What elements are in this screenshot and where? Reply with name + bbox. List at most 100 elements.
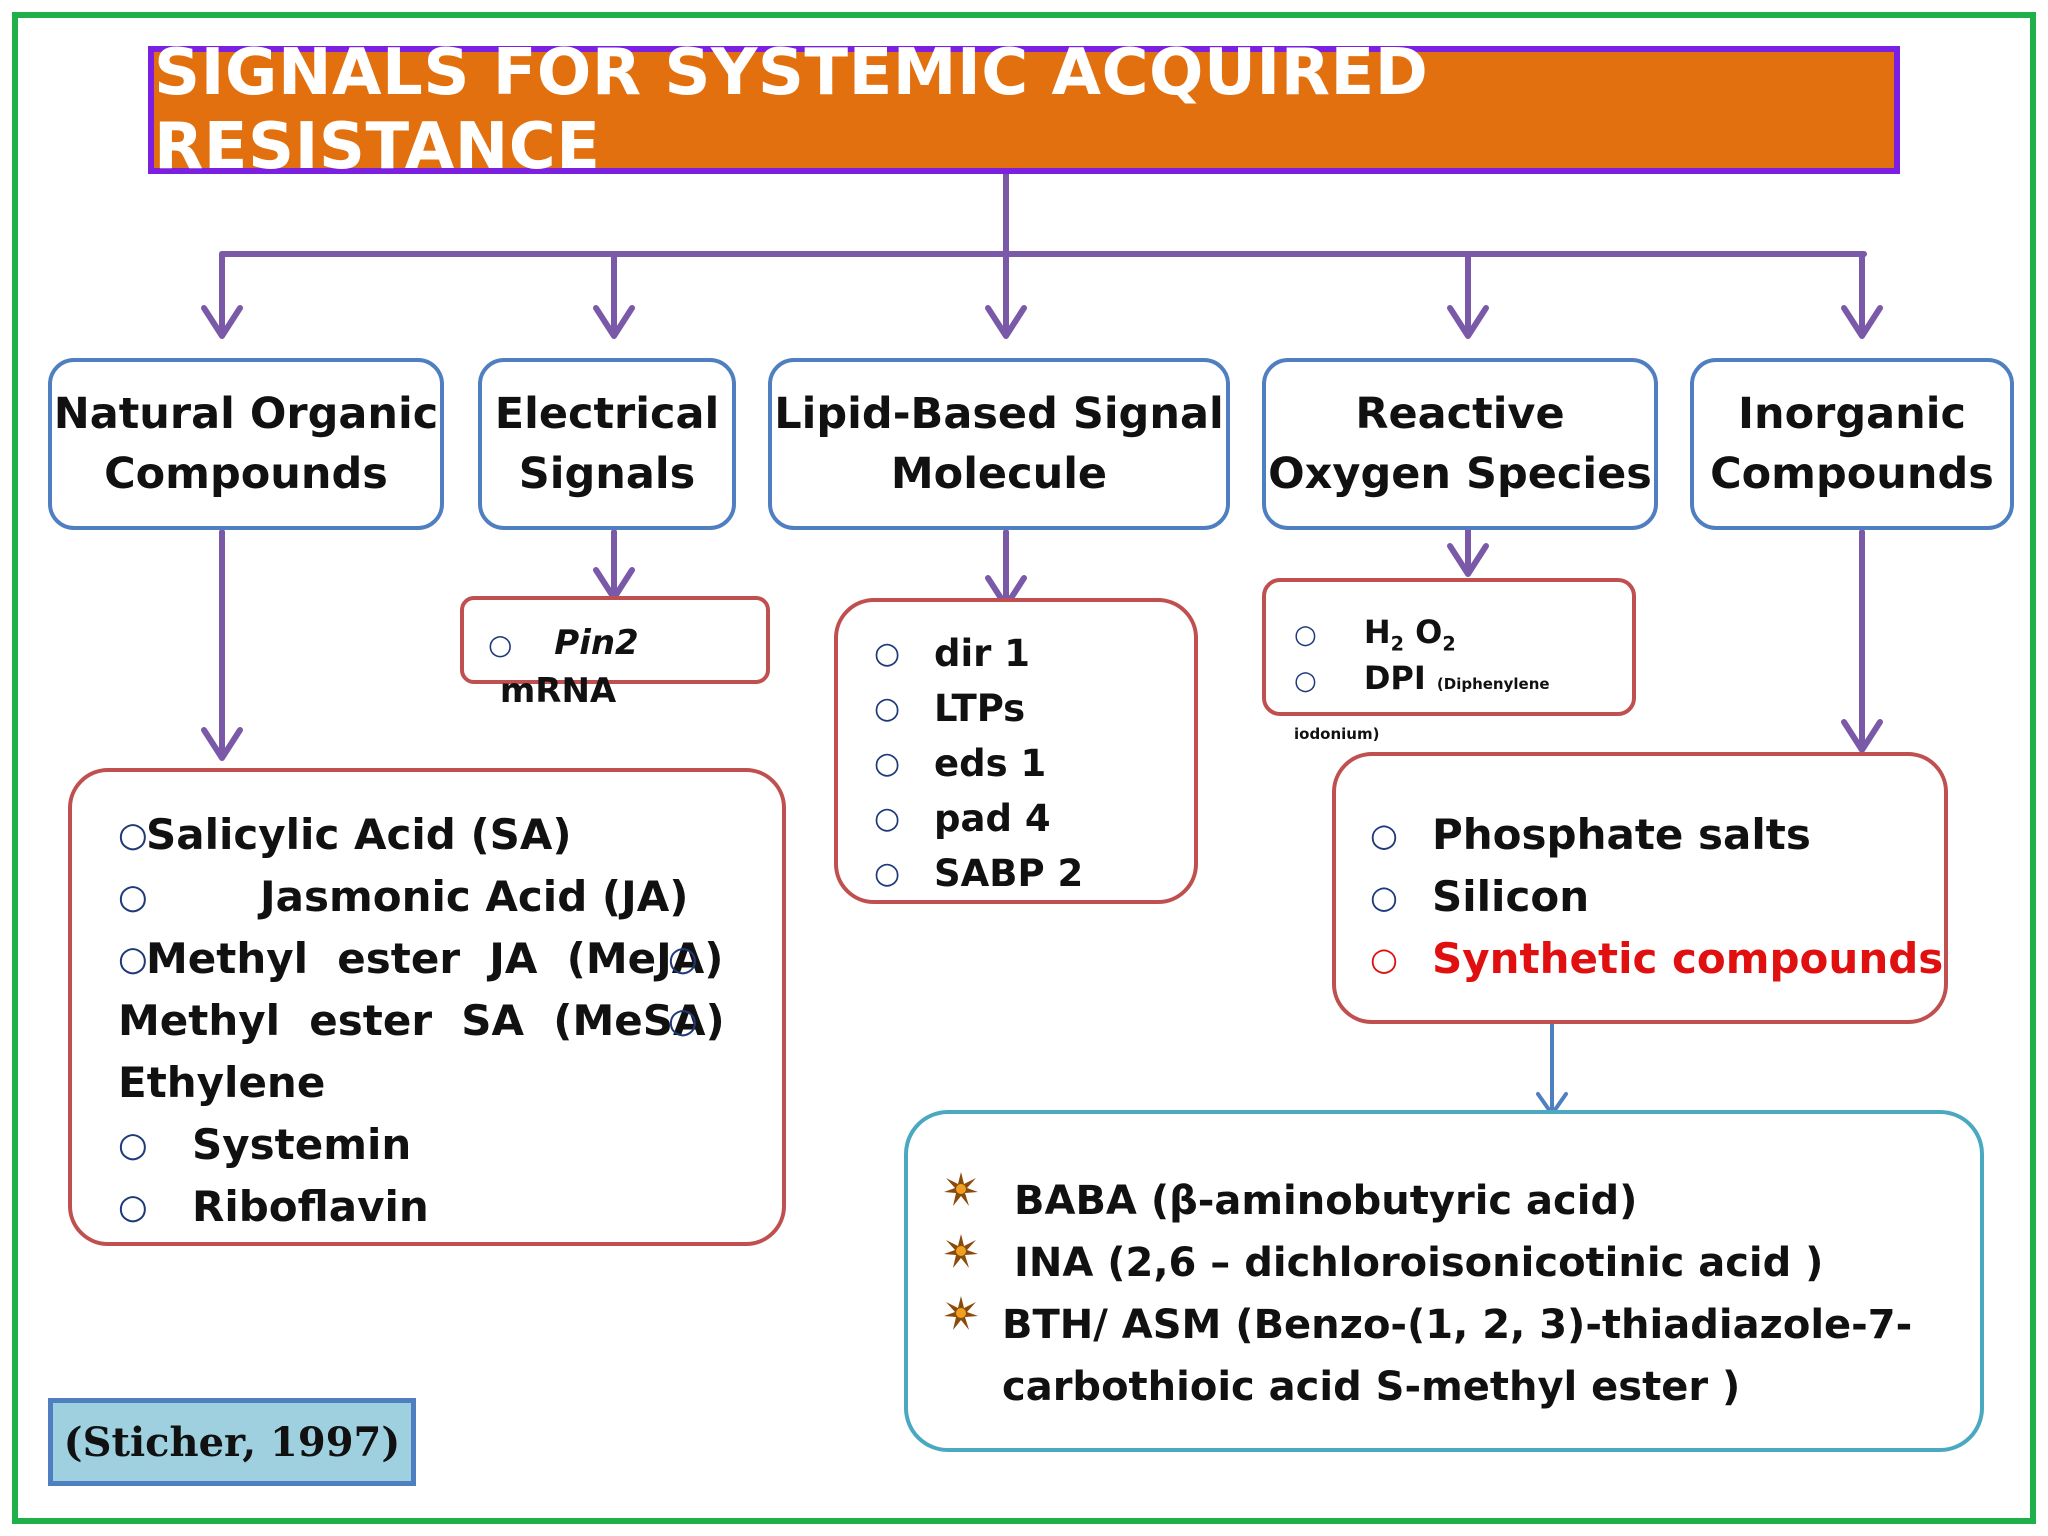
bullet-icon: ○ xyxy=(874,801,901,836)
item-text: LTPs xyxy=(934,687,1026,730)
list-item: ○ H2 O2 xyxy=(1294,610,1456,666)
arrowhead-natural-list xyxy=(201,727,243,761)
list-item: Ethylene xyxy=(118,1052,782,1114)
item-text: Silicon xyxy=(1432,872,1590,921)
item-text: pad 4 xyxy=(934,797,1051,840)
arrowhead-lipid xyxy=(985,305,1027,339)
item-text: Phosphate salts xyxy=(1432,810,1811,859)
list-item: ○ Jasmonic Acid (JA) xyxy=(118,866,782,928)
category-label-line2: Signals xyxy=(518,449,696,499)
natural-compounds-list: ○Salicylic Acid (SA) ○Jasmonic Acid (JA)… xyxy=(68,768,786,1246)
gene-name: Pin2 xyxy=(554,623,639,663)
list-item: INA (2,6 – dichloroisonicotinic acid ) xyxy=(944,1232,1980,1294)
bullet-icon: ○ xyxy=(1370,816,1398,854)
arrowhead-natural xyxy=(201,305,243,339)
h2o2-h: H xyxy=(1363,613,1391,651)
bullet-icon: ○ xyxy=(668,1001,698,1041)
arrowhead-ros xyxy=(1447,305,1489,339)
item-text-highlight: Synthetic compounds xyxy=(1432,934,1944,983)
list-item: Methyl ester SA (MeSA)○ xyxy=(118,990,782,1052)
category-label-line1: Lipid-Based Signal xyxy=(774,389,1224,439)
category-label-line2: Molecule xyxy=(890,449,1108,499)
item-text: Systemin xyxy=(192,1120,412,1169)
inorganic-list: ○ Phosphate salts ○ Silicon ○ Synthetic com… xyxy=(1332,752,1948,1024)
list-item: ○ Systemin xyxy=(118,1114,782,1176)
item-text: Jasmonic Acid (JA) xyxy=(260,872,689,921)
h2o2-o: O xyxy=(1403,613,1443,651)
list-item: ○Salicylic Acid (SA) xyxy=(118,804,782,866)
item-text: BTH/ ASM (Benzo-(1, 2, 3)-thiadiazole-7- xyxy=(1002,1302,1913,1348)
electrical-signals-list: ○ Pin2 mRNA xyxy=(460,596,770,711)
item-text: dir 1 xyxy=(934,632,1031,675)
arrowhead-inorganic-list xyxy=(1841,719,1883,753)
lipid-signals-list: ○ dir 1 ○ LTPs ○ eds 1 ○ pad 4 ○ SABP 2 xyxy=(834,598,1198,904)
item-text: eds 1 xyxy=(934,742,1047,785)
arrowhead-inorganic xyxy=(1841,305,1883,339)
bullet-icon: ○ xyxy=(874,691,901,726)
bullet-icon: ○ xyxy=(118,877,148,917)
item-text: BABA (β-aminobutyric acid) xyxy=(1014,1178,1638,1224)
starburst-icon xyxy=(944,1172,978,1206)
item-text: Methyl ester JA (MeJA) xyxy=(146,934,724,983)
list-item: BABA (β-aminobutyric acid) xyxy=(944,1170,1980,1232)
bullet-icon: ○ xyxy=(118,815,148,855)
diagram-title: SIGNALS FOR SYSTEMIC ACQUIRED RESISTANCE xyxy=(148,36,1900,184)
list-item: ○ dir 1 xyxy=(874,626,1194,681)
list-item: ○ DPI (Diphenylene iodonium) xyxy=(1294,656,1632,756)
list-item: ○ pad 4 xyxy=(874,791,1194,846)
synthetic-compounds-list: BABA (β-aminobutyric acid) INA (2,6 – di… xyxy=(904,1110,1984,1452)
list-item: ○ Synthetic compounds xyxy=(1370,928,1944,990)
list-item: BTH/ ASM (Benzo-(1, 2, 3)-thiadiazole-7- xyxy=(944,1294,1980,1356)
starburst-icon xyxy=(944,1234,978,1268)
bullet-icon: ○ xyxy=(1294,666,1317,696)
ros-list: ○ H2 O2 ○ DPI (Diphenylene iodonium) xyxy=(1262,578,1636,743)
bullet-icon: ○ xyxy=(118,1187,148,1227)
category-label-line1: Reactive xyxy=(1355,389,1565,439)
arrowhead-ros-list xyxy=(1447,543,1489,577)
category-label-line2: Oxygen Species xyxy=(1268,449,1652,499)
subscript-2: 2 xyxy=(1390,632,1404,656)
bullet-icon: ○ xyxy=(1370,878,1398,916)
category-label-line1: Natural Organic xyxy=(53,389,439,439)
list-item: ○ eds 1 xyxy=(874,736,1194,791)
starburst-icon xyxy=(944,1296,978,1330)
list-item: ○ Silicon xyxy=(1370,866,1944,928)
bullet-icon: ○ xyxy=(668,939,698,979)
category-label-line2: Compounds xyxy=(104,449,388,499)
bullet-icon: ○ xyxy=(118,939,148,979)
bullet-icon: ○ xyxy=(118,1125,148,1165)
item-text: SABP 2 xyxy=(934,852,1084,895)
outer-frame xyxy=(12,12,2036,1524)
item-text: Ethylene xyxy=(118,1058,326,1107)
bullet-icon: ○ xyxy=(874,856,901,891)
item-text: Methyl ester SA (MeSA) xyxy=(118,996,725,1045)
category-label-line1: Electrical xyxy=(494,389,720,439)
list-item: ○ LTPs xyxy=(874,681,1194,736)
arrowhead-electrical xyxy=(593,305,635,339)
subscript-2: 2 xyxy=(1442,632,1456,656)
dpi-label: DPI xyxy=(1363,659,1426,697)
bullet-icon: ○ xyxy=(1370,940,1398,978)
item-text: Salicylic Acid (SA) xyxy=(146,810,572,859)
bullet-icon: ○ xyxy=(874,636,901,671)
item-text: INA (2,6 – dichloroisonicotinic acid ) xyxy=(1014,1240,1824,1286)
list-item: carbothioic acid S-methyl ester ) xyxy=(944,1356,1980,1418)
list-item: ○ SABP 2 xyxy=(874,846,1194,901)
item-text: Riboflavin xyxy=(192,1182,429,1231)
category-label-line1: Inorganic xyxy=(1737,389,1966,439)
item-text-continued: carbothioic acid S-methyl ester ) xyxy=(1002,1364,1741,1410)
dpi-note: (Diphenylene iodonium) xyxy=(1294,675,1550,743)
list-item: ○Methyl ester JA (MeJA)○ xyxy=(118,928,782,990)
citation: (Sticher, 1997) xyxy=(48,1398,416,1486)
list-item: ○ Phosphate salts xyxy=(1370,804,1944,866)
bullet-icon: ○ xyxy=(488,628,513,661)
bullet-icon: ○ xyxy=(874,746,901,781)
gene-suffix: mRNA xyxy=(488,671,617,711)
category-label-line2: Compounds xyxy=(1710,449,1994,499)
